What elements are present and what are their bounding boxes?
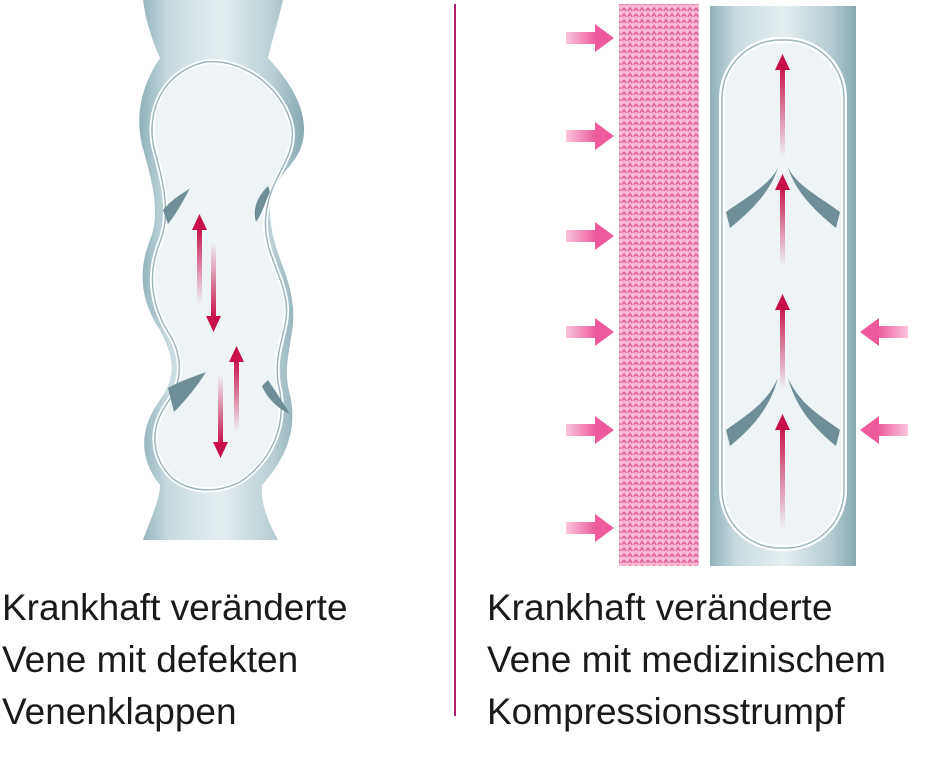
pressure-arrow-right-1 [860, 318, 908, 346]
pressure-arrow-left-3 [566, 222, 614, 250]
valve-right-lower [788, 378, 840, 446]
pressure-arrow-left-1 [566, 24, 614, 52]
right-caption-line-2: Vene mit medizinischem [487, 639, 886, 680]
reflux-arrow-down-upper [206, 242, 221, 332]
left-panel-caption: Krankhaft veränderte Vene mit defekten V… [2, 582, 348, 738]
right-panel-caption: Krankhaft veränderte Vene mit medizinisc… [487, 582, 886, 738]
defective-valve-right-lower [262, 380, 290, 414]
defective-valve-left-upper [163, 188, 190, 224]
left-caption-line-1: Krankhaft veränderte [2, 587, 348, 628]
defective-valve-right-upper [254, 186, 270, 222]
right-caption-line-1: Krankhaft veränderte [487, 587, 833, 628]
left-caption-line-2: Vene mit defekten [2, 639, 299, 680]
flow-arrow-lower-middle [775, 294, 790, 390]
pressure-arrow-left-2 [566, 122, 614, 150]
flow-arrow-upper-middle [775, 174, 790, 266]
valve-left-upper [726, 168, 778, 228]
pressure-arrow-left-6 [566, 514, 614, 542]
reflux-arrow-up-lower [229, 346, 244, 432]
diseased-vein-illustration [139, 0, 305, 540]
reflux-arrow-up-upper [192, 214, 207, 304]
flow-arrow-bottom [775, 414, 790, 530]
left-caption-line-3: Venenklappen [2, 691, 237, 732]
valve-left-lower [726, 378, 778, 446]
compression-stocking-fabric [619, 4, 699, 566]
pressure-arrow-right-2 [860, 416, 908, 444]
compressed-vein-illustration [566, 4, 908, 566]
pressure-arrow-left-5 [566, 416, 614, 444]
right-caption-line-3: Kompressionsstrumpf [487, 691, 845, 732]
pressure-arrow-left-4 [566, 318, 614, 346]
valve-right-upper [788, 168, 840, 228]
defective-valve-left-lower [168, 372, 206, 412]
reflux-arrow-down-lower [213, 374, 228, 458]
flow-arrow-top [775, 54, 790, 158]
